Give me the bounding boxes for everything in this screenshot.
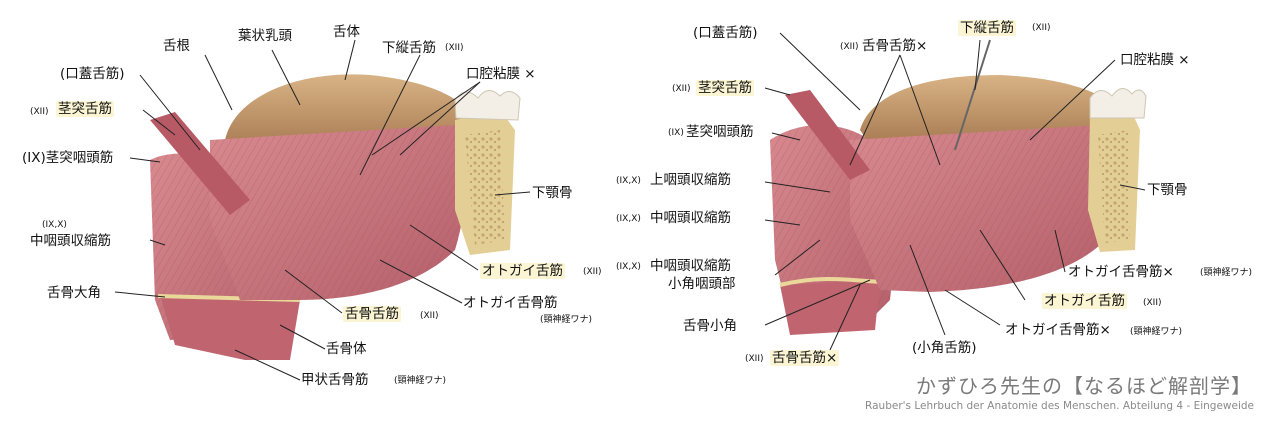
nerve-middle-constrictor-right: (IX,X) bbox=[616, 214, 641, 224]
label-genioglossus-right: オトガイ舌筋 bbox=[1042, 293, 1127, 309]
nerve-middle-constrictor-left: (IX,X) bbox=[42, 220, 67, 230]
nerve-styloglossus-left: (XII) bbox=[30, 107, 49, 117]
label-oral-mucosa-right: 口腔粘膜 × bbox=[1120, 52, 1190, 68]
left-illustration bbox=[150, 74, 521, 360]
left-teeth bbox=[454, 90, 521, 121]
right-teeth bbox=[1089, 88, 1147, 119]
credit-subtitle: Rauber's Lehrbuch der Anatomie des Mensc… bbox=[865, 400, 1254, 412]
nerve-genioglossus-left: (XII) bbox=[583, 267, 602, 277]
label-genioglossus-left: オトガイ舌筋 bbox=[480, 263, 565, 279]
label-middle-constrictor-right: 中咽頭収縮筋 bbox=[650, 210, 731, 226]
label-geniohyoid-left: オトガイ舌骨筋 bbox=[463, 295, 558, 311]
label-geniohyoid-right-2: オトガイ舌骨筋× bbox=[1005, 322, 1111, 338]
nerve-hyoglossus-bottom: (XII) bbox=[745, 354, 764, 364]
nerve-superior-constrictor: (IX,X) bbox=[616, 176, 641, 186]
nerve-thyrohyoid: (頸神経ワナ) bbox=[394, 376, 447, 386]
label-hyoglossus-left: 舌骨舌筋 bbox=[343, 306, 401, 322]
left-hyoid-strip bbox=[160, 295, 300, 360]
label-geniohyoid-right: オトガイ舌骨筋× bbox=[1068, 264, 1174, 280]
label-stylopharyngeus-right: 茎突咽頭筋 bbox=[686, 124, 754, 140]
nerve-geniohyoid-right: (頸神経ワナ) bbox=[1200, 268, 1253, 278]
right-tongue-dorsum bbox=[860, 75, 1120, 145]
label-palatoglossus-right: (口蓋舌筋) bbox=[693, 25, 758, 41]
nerve-hyoglossus-left: (XII) bbox=[420, 311, 439, 321]
nerve-inferior-longitudinal-left: (XII) bbox=[445, 43, 464, 53]
right-hyoid-strip bbox=[780, 280, 880, 335]
nerve-geniohyoid-right-2: (頸神経ワナ) bbox=[1130, 327, 1183, 337]
nerve-middle-constrictor-right-2: (IX,X) bbox=[616, 262, 641, 272]
credit-title: かずひろ先生の【なるほど解剖学】 bbox=[916, 374, 1252, 398]
label-chondroglossus: (小角舌筋) bbox=[912, 340, 977, 356]
label-tongue-body: 舌体 bbox=[333, 24, 360, 40]
label-mandible-left: 下顎骨 bbox=[532, 185, 573, 201]
label-superior-constrictor: 上咽頭収縮筋 bbox=[650, 172, 731, 188]
label-styloglossus-right: 茎突舌筋 bbox=[696, 80, 754, 96]
nerve-inferior-longitudinal-right: (XII) bbox=[1032, 23, 1051, 33]
left-leader-lines bbox=[114, 39, 531, 381]
label-mandible-right: 下顎骨 bbox=[1147, 182, 1188, 198]
label-inferior-longitudinal-left: 下縦舌筋 bbox=[382, 40, 436, 56]
label-lesser-horn: 舌骨小角 bbox=[683, 318, 737, 334]
label-greater-horn: 舌骨大角 bbox=[47, 285, 101, 301]
nerve-geniohyoid-left: (頸神経ワナ) bbox=[540, 315, 593, 325]
label-hyoglossus-bottom: 舌骨舌筋× bbox=[770, 350, 840, 366]
label-oral-mucosa-left: 口腔粘膜 × bbox=[466, 66, 536, 82]
label-foliate-papillae: 葉状乳頭 bbox=[238, 28, 292, 44]
right-illustration bbox=[770, 39, 1147, 335]
right-leader-lines bbox=[764, 32, 1146, 351]
nerve-styloglossus-right: (XII) bbox=[672, 84, 691, 94]
label-tongue-root: 舌根 bbox=[163, 38, 190, 54]
label-middle-constrictor-right-2: 中咽頭収縮筋 bbox=[650, 258, 731, 274]
label-inferior-longitudinal-right: 下縦舌筋 bbox=[958, 20, 1016, 36]
right-styloglossus-band bbox=[785, 90, 870, 180]
label-styloglossus-left: 茎突舌筋 bbox=[56, 101, 114, 117]
label-palatoglossus-left: (口蓋舌筋) bbox=[60, 66, 125, 82]
label-thyrohyoid: 甲状舌骨筋 bbox=[301, 372, 369, 388]
label-chondropharyngeal: 小角咽頭部 bbox=[668, 276, 736, 292]
label-hyoid-body: 舌骨体 bbox=[326, 341, 367, 357]
nerve-stylopharyngeus-right: (IX) bbox=[668, 128, 684, 138]
left-styloglossus-band bbox=[150, 112, 250, 215]
label-stylopharyngeus-left: (IX)茎突咽頭筋 bbox=[22, 150, 114, 166]
nerve-genioglossus-right: (XII) bbox=[1143, 298, 1162, 308]
nerve-hyoglossus-top: (XII) bbox=[840, 42, 859, 52]
label-middle-constrictor-left: 中咽頭収縮筋 bbox=[30, 233, 111, 249]
label-hyoglossus-top: 舌骨舌筋× bbox=[862, 38, 928, 54]
probe-needle bbox=[954, 39, 991, 151]
